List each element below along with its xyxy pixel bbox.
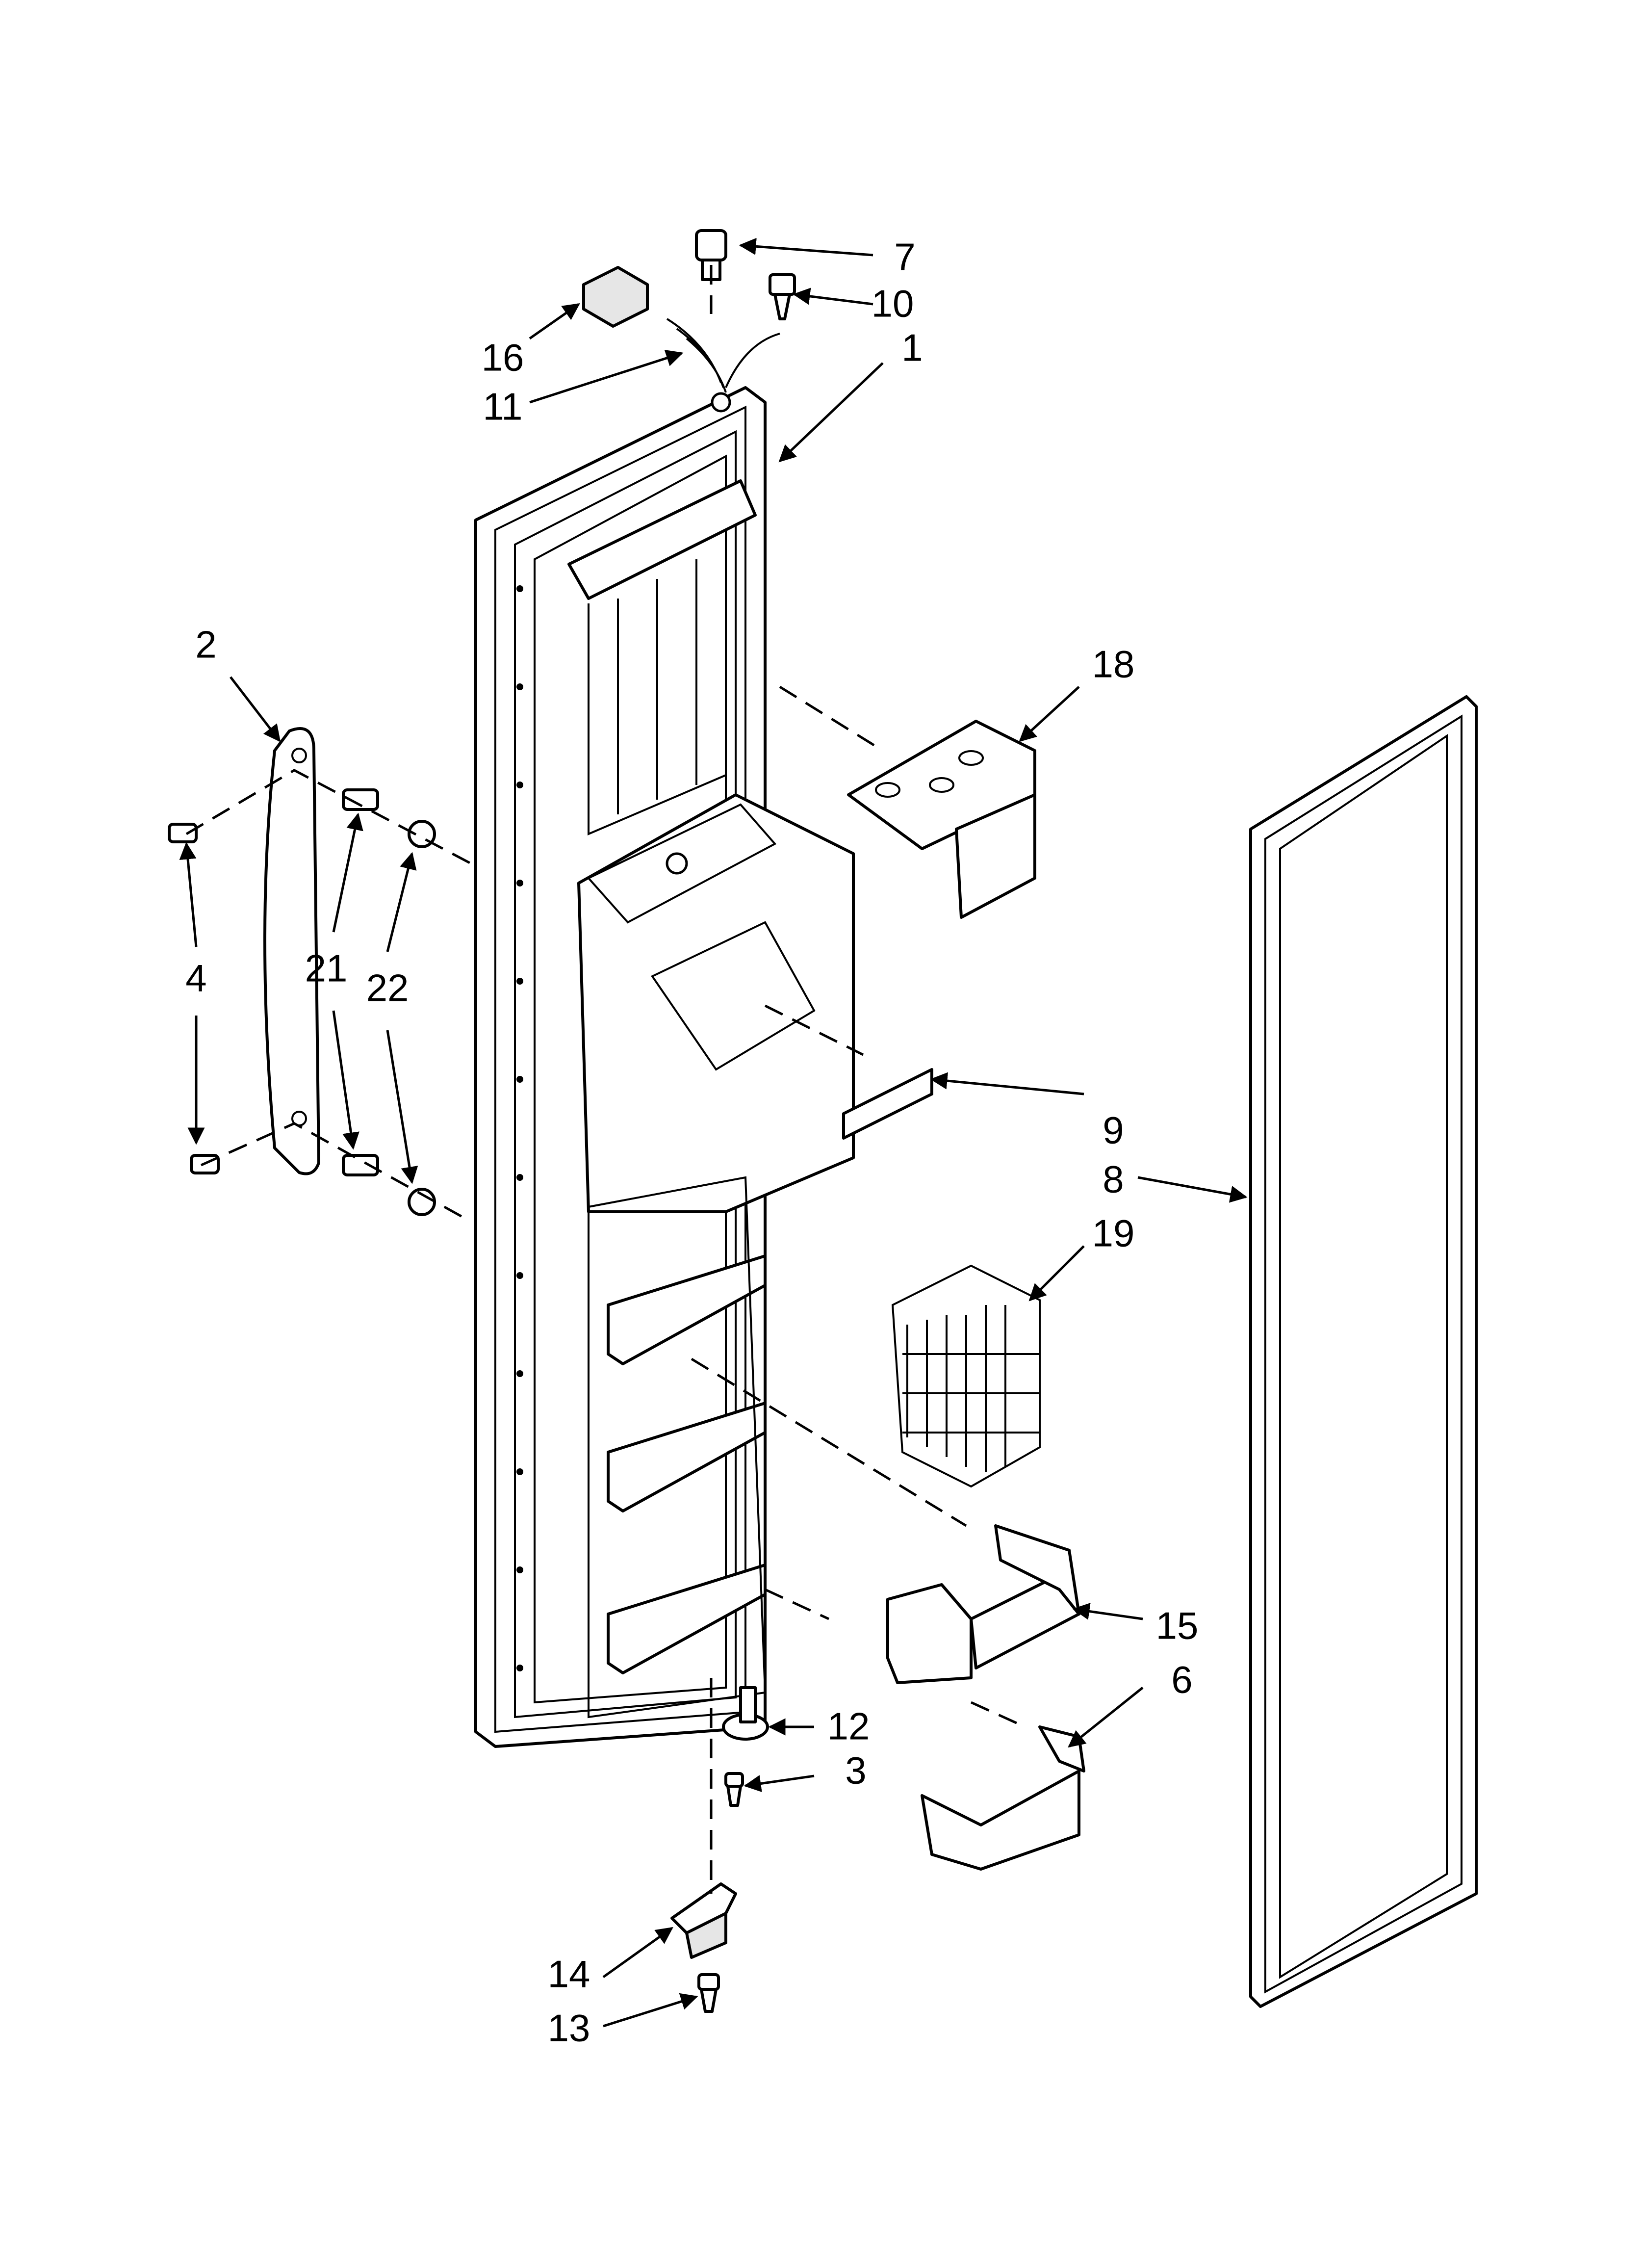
part-12-hinge-pin xyxy=(722,1686,769,1741)
part-18-cover xyxy=(847,720,1036,919)
door-shelves xyxy=(588,1176,767,1719)
part-19-basket xyxy=(891,1264,1041,1488)
callout-labels: 7 10 1 16 11 2 4 21 22 18 9 8 19 15 6 12… xyxy=(185,235,1198,2050)
callout-12: 12 xyxy=(827,1705,870,1748)
part-21-screws xyxy=(342,788,379,1176)
part-6-bin xyxy=(921,1725,1085,1871)
door-gasket-channel-dots xyxy=(516,585,523,1671)
callout-9: 9 xyxy=(1103,1109,1124,1152)
callout-14: 14 xyxy=(548,1953,590,1996)
part-14-hinge-bracket xyxy=(670,1882,737,1959)
callout-10: 10 xyxy=(872,282,914,325)
part-10-screw xyxy=(769,273,796,320)
callout-16: 16 xyxy=(482,336,524,379)
part-3-screw xyxy=(724,1772,744,1807)
callout-2: 2 xyxy=(195,623,216,666)
door-panel xyxy=(474,386,855,1748)
callout-8: 8 xyxy=(1103,1158,1124,1201)
callout-7: 7 xyxy=(894,235,915,279)
part-16-connector xyxy=(582,266,649,328)
assembly-lines xyxy=(185,265,1026,1894)
callout-21: 21 xyxy=(305,947,348,990)
callout-leaders xyxy=(179,237,1248,2028)
callout-11: 11 xyxy=(483,385,523,428)
part-2-handle xyxy=(263,727,320,1175)
callout-1: 1 xyxy=(901,326,923,369)
part-13-screw xyxy=(697,1973,720,2013)
part-11-wire-harness xyxy=(666,318,780,413)
part-9-trim xyxy=(842,1068,933,1140)
callout-13: 13 xyxy=(548,2007,590,2050)
callout-19: 19 xyxy=(1092,1212,1135,1255)
part-22-spacers xyxy=(408,820,436,1216)
callout-22: 22 xyxy=(366,966,409,1010)
part-8-gasket xyxy=(1249,695,1478,2008)
callout-3: 3 xyxy=(845,1749,866,1792)
callout-6: 6 xyxy=(1171,1658,1192,1701)
part-7-plug xyxy=(695,229,727,281)
callout-4: 4 xyxy=(185,957,206,1000)
part-15-bin xyxy=(886,1524,1080,1684)
callout-18: 18 xyxy=(1092,643,1135,686)
callout-15: 15 xyxy=(1156,1604,1199,1647)
